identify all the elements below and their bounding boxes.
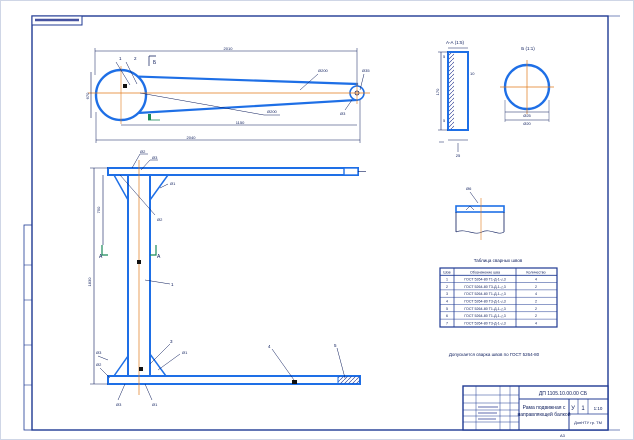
side-part-3: 3 <box>170 339 173 344</box>
table-cell: 4 <box>535 292 537 296</box>
table-title: Таблица сварных швов <box>474 258 523 263</box>
table-cell: 7 <box>446 321 448 325</box>
svg-text:Б: Б <box>153 60 157 66</box>
side-label-d1: Ø2 <box>140 149 146 154</box>
table-cell: ГОСТ 5264-80 Т3-Д-1-△3 <box>464 300 505 304</box>
top-leader-a: Ø200 <box>318 68 329 73</box>
svg-text:5: 5 <box>443 54 446 59</box>
bottom-beam <box>107 375 361 385</box>
table-cell: 2 <box>535 314 537 318</box>
top-leader-b: Ø200 <box>267 109 278 114</box>
table-cell: ГОСТ 5264-80 Т1-Д-1-△3 <box>464 314 505 318</box>
title-block: ДП 1105.10.00.00 СБ Рама подвижная с нап… <box>462 385 609 431</box>
left-margin-strip <box>23 224 33 431</box>
table-cell: ГОСТ 5264-80 Т3-Д-1-△3 <box>464 321 505 325</box>
table-cell: ГОСТ 5264-80 Т1-Д-1-△3 <box>464 292 505 296</box>
table-header-cell: Шов <box>443 270 450 274</box>
table-cell: ГОСТ 5264-80 Т1-Д-1-△3 <box>464 307 505 311</box>
side-label-d3c: Ø3 <box>116 402 122 407</box>
table-cell: ГОСТ 5264-80 Т3-Д-1-△3 <box>464 285 505 289</box>
detail-leader: Ø6 <box>466 186 472 191</box>
table-cell: 6 <box>446 314 448 318</box>
side-label-d3b: Ø3 <box>96 350 102 355</box>
section-title: А-А (1:5) <box>446 40 465 45</box>
top-gusset-right <box>149 174 170 203</box>
bottom-gusset-left <box>112 353 129 377</box>
svg-text:1: 1 <box>119 56 122 61</box>
detail-view: Ø6 <box>455 186 505 240</box>
table-cell: 2 <box>535 285 537 289</box>
title-doc-code: ДП 1105.10.00.00 СБ <box>539 391 588 397</box>
top-gusset-left <box>112 174 129 203</box>
table-cell: ГОСТ 5264-80 Т1-Д-1-△3 <box>464 278 505 282</box>
table-cell: 1 <box>446 278 448 282</box>
top-leader-pin: Ø3 <box>340 111 346 116</box>
side-part-4: 4 <box>268 344 271 349</box>
top-dim-height: 670 <box>85 92 90 99</box>
side-label-d1b: Ø1 <box>182 350 188 355</box>
cut-letter-left: A <box>99 254 103 260</box>
section-dim-side: 25 <box>456 153 461 158</box>
detail-plate <box>455 205 505 213</box>
svg-text:5: 5 <box>443 118 446 123</box>
title-name-2: направляющей балкой <box>517 411 570 418</box>
title-mass: 1 <box>581 406 585 412</box>
top-dim-total: 2040 <box>187 135 197 140</box>
circle-title: Б (1:1) <box>521 46 535 51</box>
side-label-d2: Ø3 <box>152 155 158 160</box>
section-dim-width: 170 <box>435 88 440 95</box>
title-stage: У <box>571 406 575 412</box>
weld-note: Допускается сварка швов по ГОСТ 5264-80 <box>449 352 540 357</box>
top-dim-overall: 2010 <box>224 46 234 51</box>
side-part-1: 1 <box>171 282 174 287</box>
cut-letter-right: A <box>157 254 161 260</box>
circle-dim-2: Ø20 <box>523 121 531 126</box>
top-view: 2010 Б 1150 2040 670 1 2 Ø200 <box>85 46 370 143</box>
top-leader-small: Ø35 <box>362 68 370 73</box>
section-view: А-А (1:5) 170 25 5 5 10 <box>435 40 475 158</box>
side-label-d3: Ø1 <box>170 181 176 186</box>
sheet-format: А3 <box>560 433 566 438</box>
table-header-cell: Количество <box>526 270 545 274</box>
weld-table: Таблица сварных швов Шов Обозначение шва К… <box>439 258 558 328</box>
table-cell: 2 <box>535 307 537 311</box>
side-label-d1c: Ø1 <box>152 402 158 407</box>
table-header-cell: Обозначение шва <box>470 270 500 274</box>
top-dim-mid: 1150 <box>236 120 245 125</box>
circle-dim-1: Ø25 <box>523 113 531 118</box>
side-view: A A 1830 750 Ø2 Ø3 Ø1 Ø2 1 3 Ø1 Ø3 Ø2 Ø3… <box>87 149 366 407</box>
side-dim-upper: 750 <box>96 206 101 213</box>
bottom-gusset-right <box>149 351 168 377</box>
title-name-1: Рама подвижная с <box>523 405 566 411</box>
table-cell: 4 <box>535 278 537 282</box>
table-cell: 2 <box>535 300 537 304</box>
circle-view: Б (1:1) Ø25 Ø20 <box>500 46 554 126</box>
table-cell: 4 <box>446 300 448 304</box>
title-scale: 1:10 <box>594 406 603 411</box>
side-label-d2c: Ø2 <box>96 362 102 367</box>
section-dim-low: 10 <box>470 71 475 76</box>
svg-text:2: 2 <box>134 56 137 61</box>
side-dim-height: 1830 <box>87 277 92 287</box>
side-label-d2b: Ø2 <box>157 217 163 222</box>
table-cell: 4 <box>535 321 537 325</box>
top-beam <box>107 167 359 176</box>
table-cell: 2 <box>446 285 448 289</box>
side-part-5: 5 <box>334 343 337 348</box>
title-org: ДонНТУ гр. ТМ <box>574 420 602 425</box>
table-cell: 3 <box>446 292 448 296</box>
table-cell: 5 <box>446 307 448 311</box>
